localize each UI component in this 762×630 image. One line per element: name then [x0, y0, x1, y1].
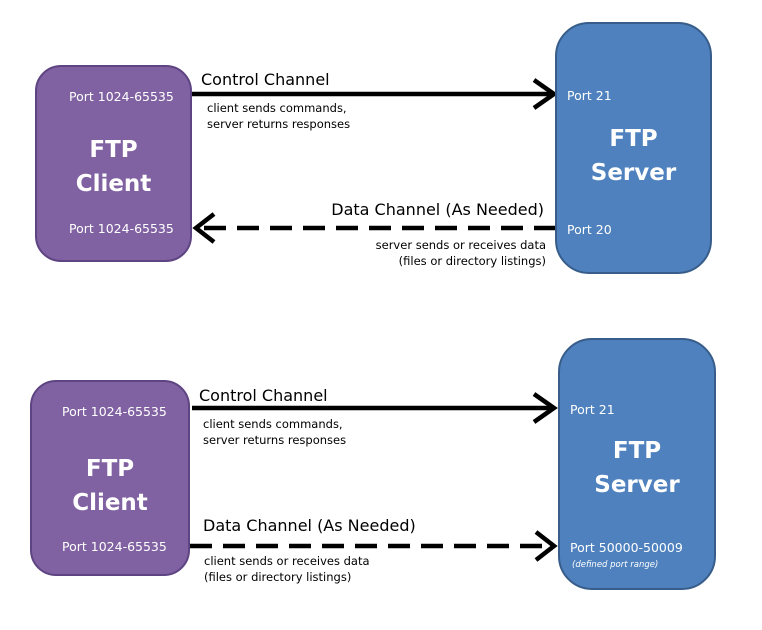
- control-channel-desc-1: client sends commands, server returns re…: [207, 100, 350, 132]
- data-channel-label-2: Data Channel (As Needed): [203, 516, 416, 535]
- client-title-line1-2: FTP: [85, 456, 135, 482]
- server-data-port-1: Port 20: [567, 222, 612, 237]
- server-data-port-2: Port 50000-50009: [570, 540, 683, 555]
- data-desc-line2-2: (files or directory listings): [204, 570, 352, 584]
- client-title-line1-1: FTP: [89, 137, 138, 163]
- control-desc-line1-1: client sends commands,: [207, 101, 347, 115]
- server-title-line2-1: Server: [590, 160, 677, 186]
- control-desc-line1-2: client sends commands,: [203, 417, 343, 431]
- client-title-line2-2: Client: [72, 490, 148, 516]
- data-desc-line2-1: (files or directory listings): [398, 254, 546, 268]
- control-channel-arrow-1: [192, 78, 558, 110]
- server-title-1: FTP Server: [557, 122, 710, 190]
- data-channel-desc-1: server sends or receives data (files or …: [376, 237, 546, 269]
- client-title-line2-1: Client: [75, 171, 152, 197]
- server-control-port-2: Port 21: [570, 402, 615, 417]
- client-control-port-1: Port 1024-65535: [69, 89, 174, 104]
- ftp-client-box-2: Port 1024-65535 FTP Client Port 1024-655…: [30, 380, 190, 576]
- control-channel-label-1: Control Channel: [201, 70, 330, 89]
- server-title-2: FTP Server: [560, 434, 714, 502]
- client-title-1: FTP Client: [37, 133, 190, 201]
- client-title-2: FTP Client: [32, 452, 188, 520]
- server-control-port-1: Port 21: [567, 88, 612, 103]
- ftp-client-box-1: Port 1024-65535 FTP Client Port 1024-655…: [35, 65, 192, 262]
- data-channel-arrow-2: [190, 530, 558, 562]
- data-channel-arrow-1: [192, 212, 556, 244]
- client-control-port-2: Port 1024-65535: [62, 404, 167, 419]
- ftp-server-box-1: Port 21 FTP Server Port 20: [555, 22, 712, 274]
- server-title-line1-1: FTP: [609, 126, 658, 152]
- control-channel-desc-2: client sends commands, server returns re…: [203, 416, 346, 448]
- client-data-port-2: Port 1024-65535: [62, 539, 167, 554]
- control-channel-arrow-2: [192, 392, 558, 424]
- data-desc-line1-1: server sends or receives data: [375, 238, 546, 252]
- data-channel-label-1: Data Channel (As Needed): [331, 200, 544, 219]
- server-port-range-note-2: (defined port range): [572, 560, 659, 570]
- control-channel-label-2: Control Channel: [199, 386, 328, 405]
- ftp-server-box-2: Port 21 FTP Server Port 50000-50009 (def…: [558, 338, 716, 590]
- data-channel-desc-2: client sends or receives data (files or …: [204, 553, 370, 585]
- data-desc-line1-2: client sends or receives data: [204, 554, 370, 568]
- control-desc-line2-1: server returns responses: [207, 117, 351, 131]
- server-title-line1-2: FTP: [612, 438, 662, 464]
- client-data-port-1: Port 1024-65535: [69, 221, 174, 236]
- control-desc-line2-2: server returns responses: [203, 433, 347, 447]
- server-title-line2-2: Server: [594, 472, 680, 498]
